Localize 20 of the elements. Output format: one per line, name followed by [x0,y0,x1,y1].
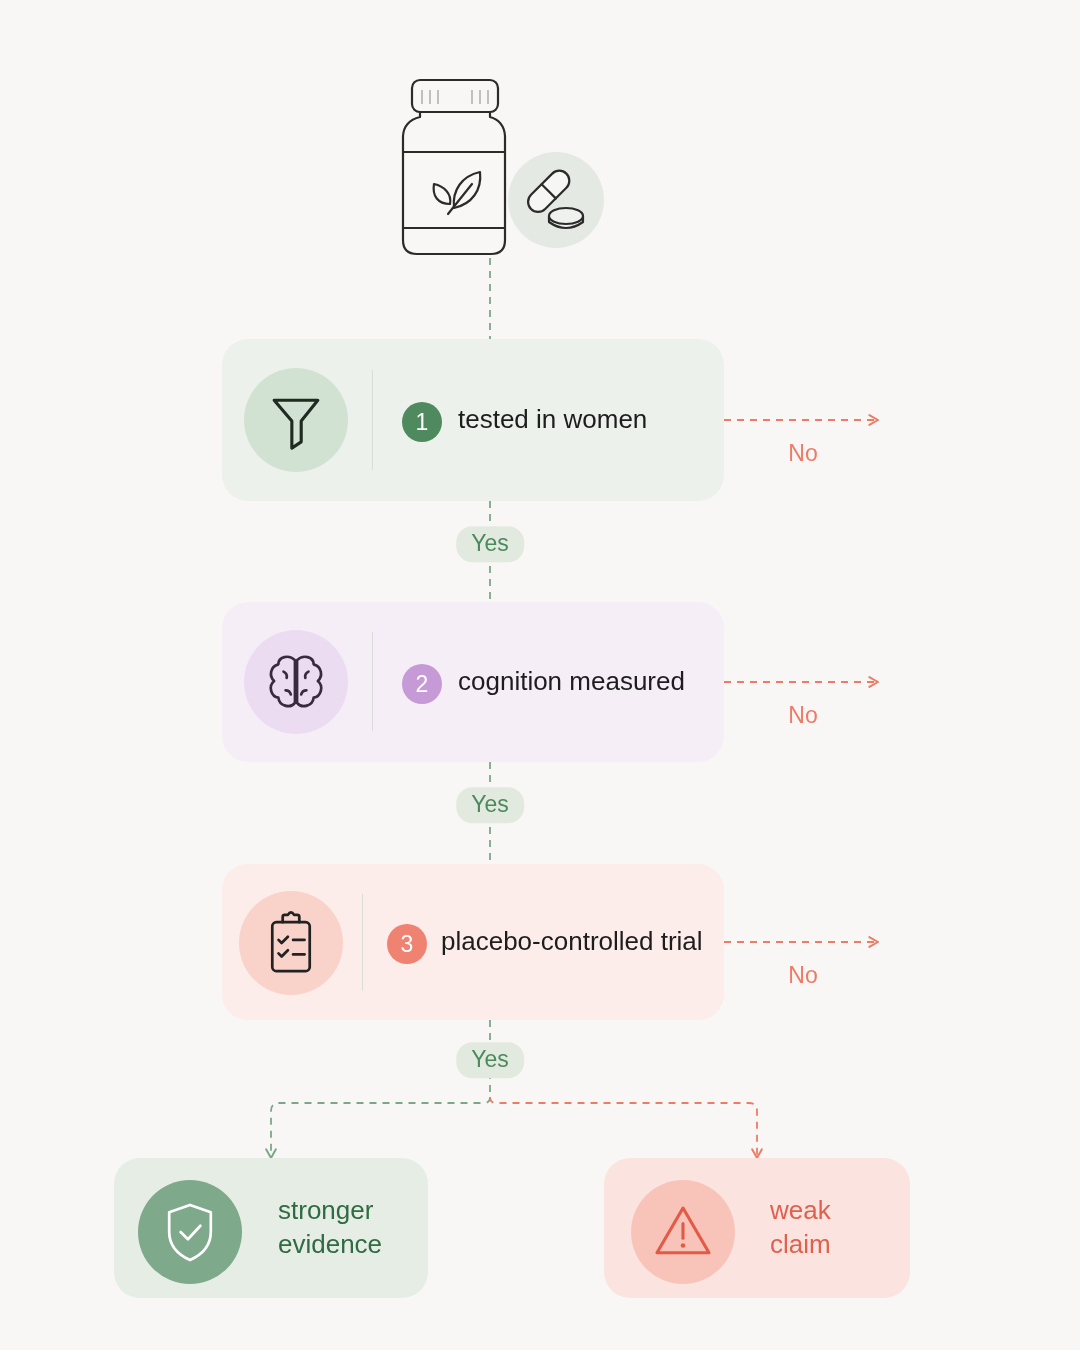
result-text: weak claim [770,1194,832,1261]
step-card [222,864,724,1020]
result-card [604,1158,910,1298]
step-title: cognition measured [458,665,685,699]
edge-label: Yes [456,787,524,823]
step-card [222,602,724,762]
edge-label: Yes [456,1042,524,1078]
dashed-arrow [723,936,879,948]
step-number: 2 [402,664,442,704]
dashed-connector-line [489,257,491,340]
dashed-arrow [723,414,879,426]
step-card [222,339,724,501]
result-card [114,1158,428,1298]
edge-label: Yes [456,526,524,562]
step-title: tested in women [458,403,648,437]
step-number: 3 [387,924,427,964]
step-number: 1 [402,402,442,442]
step-title: placebo-controlled trial [441,925,703,959]
dashed-arrow [723,676,879,688]
result-text: stronger evidence [278,1194,384,1261]
